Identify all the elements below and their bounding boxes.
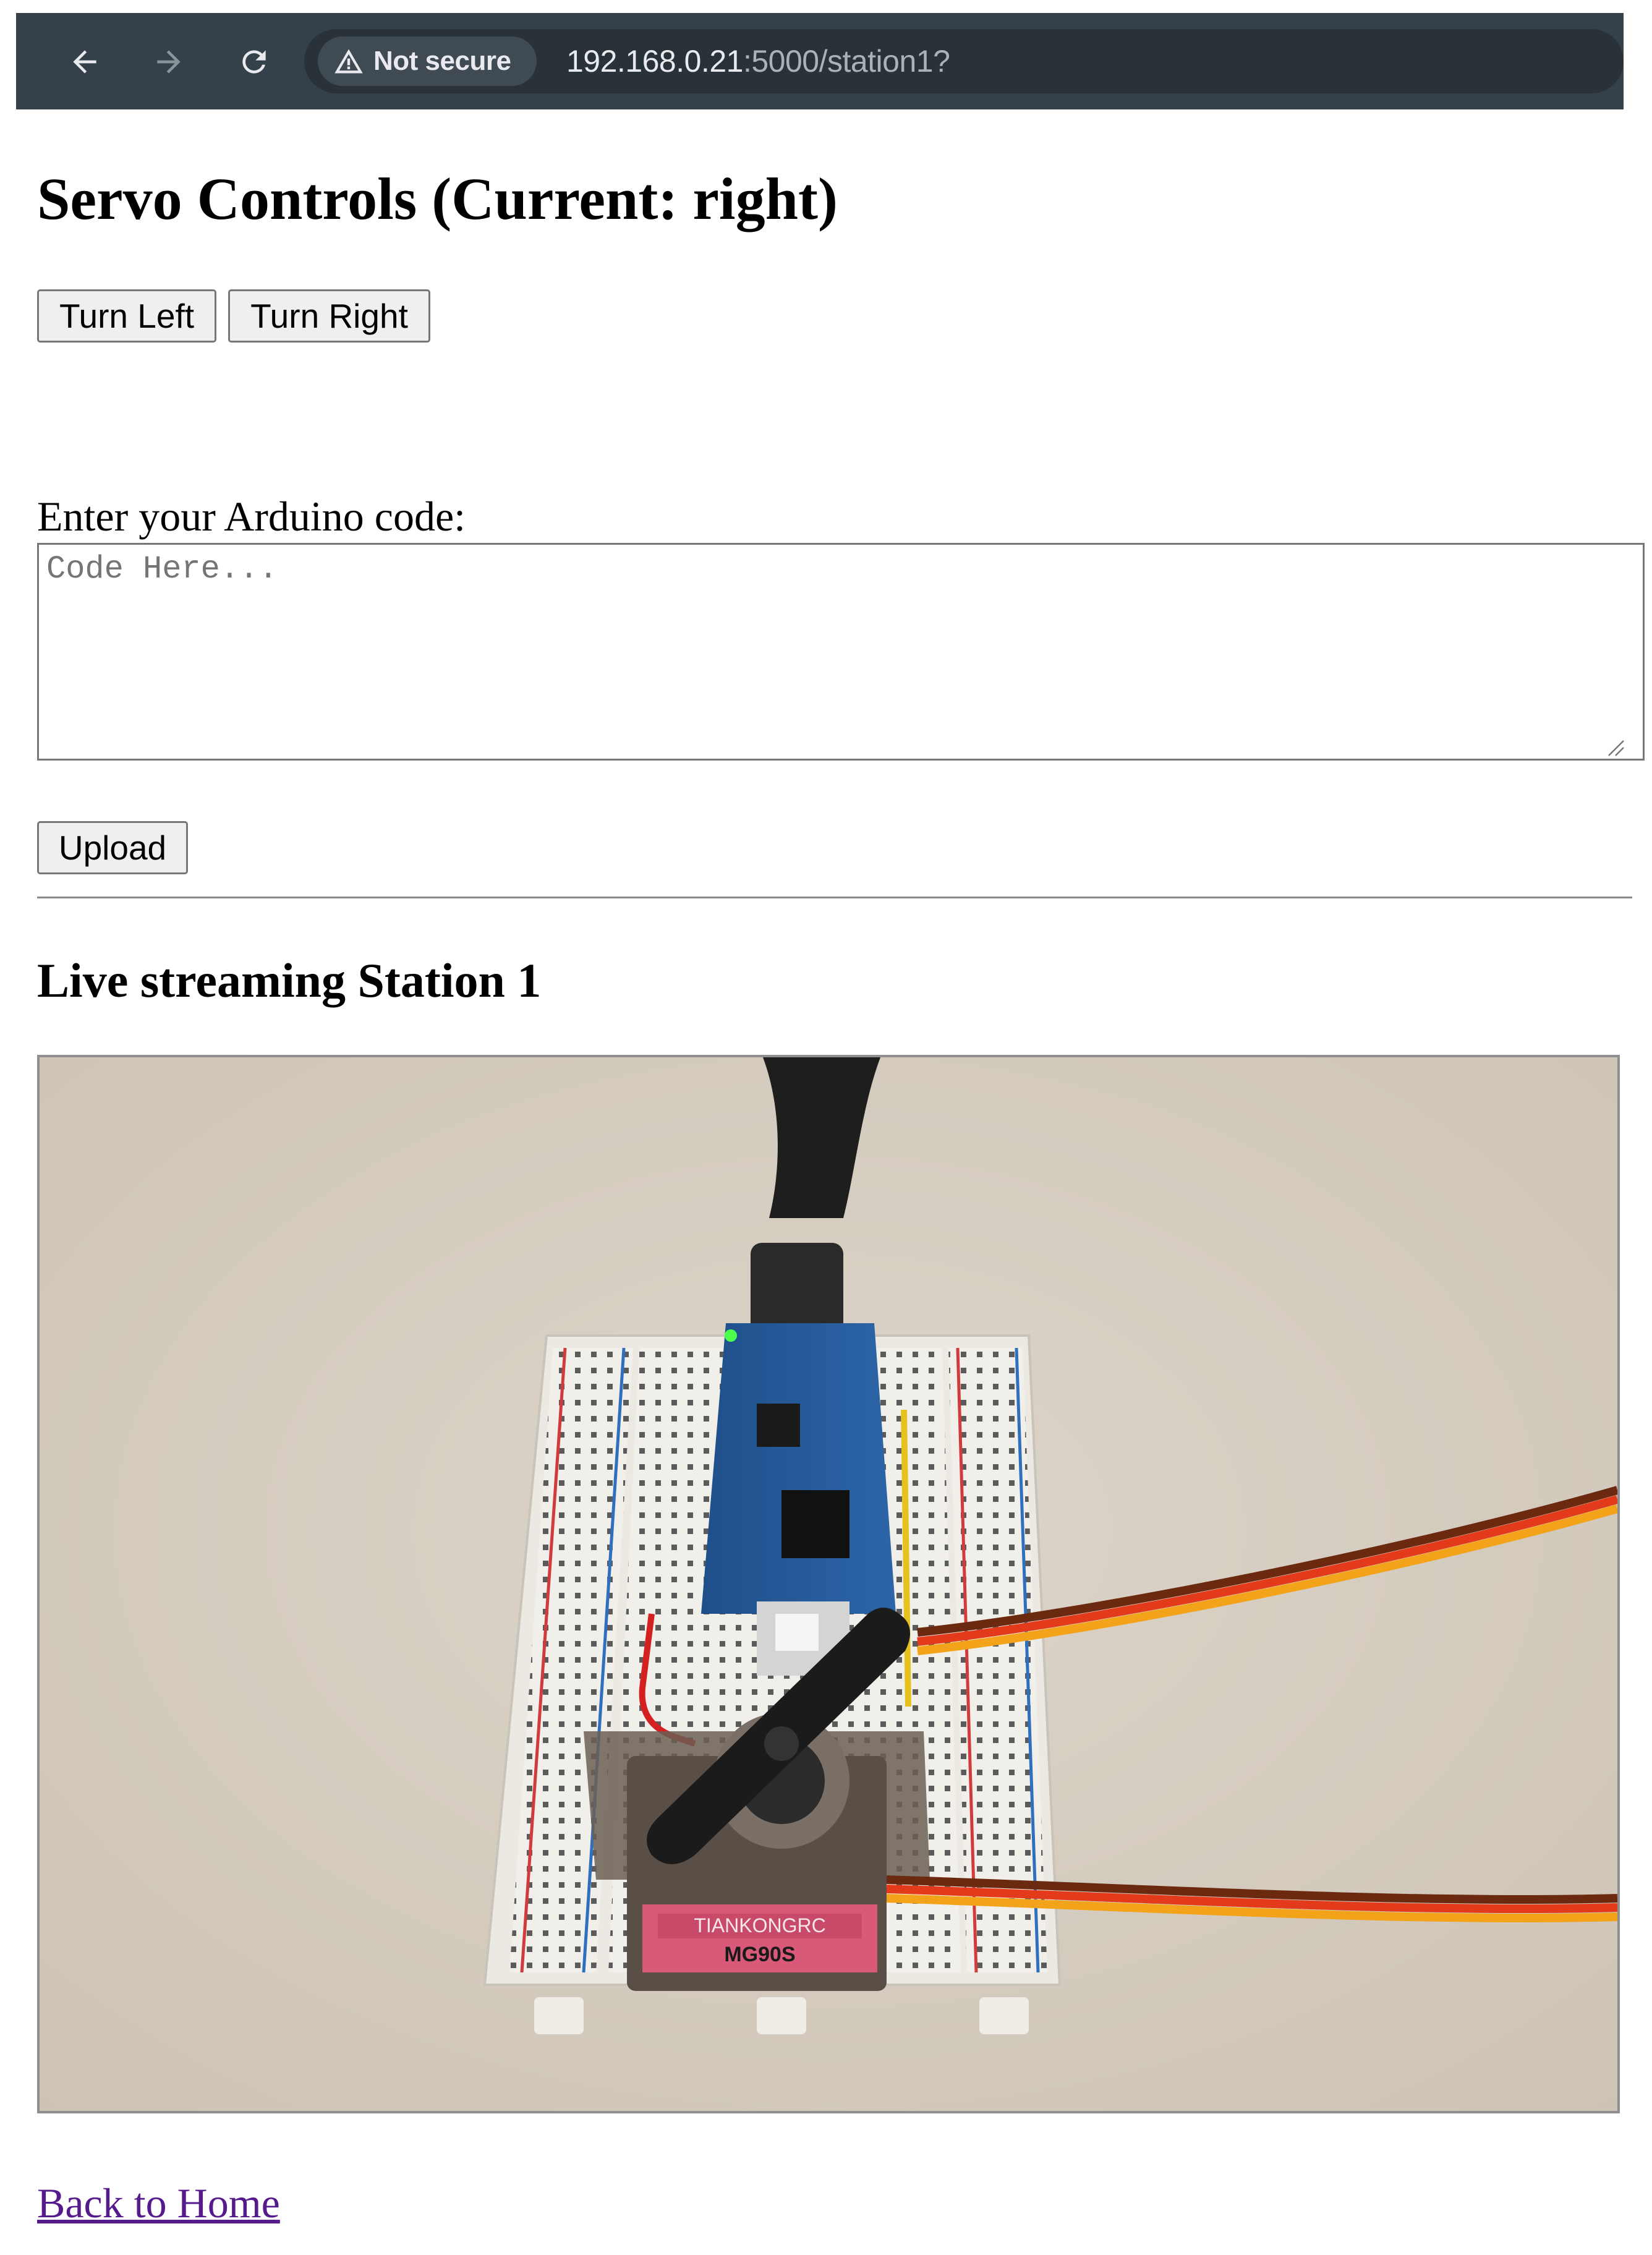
turn-left-button[interactable]: Turn Left xyxy=(37,289,216,343)
servo-model-text: MG90S xyxy=(724,1943,795,1966)
stream-heading: Live streaming Station 1 xyxy=(37,953,542,1007)
reload-icon xyxy=(242,50,266,74)
url-path: :5000/station1? xyxy=(743,44,950,79)
horizontal-rule xyxy=(37,897,1632,898)
security-label: Not secure xyxy=(373,46,511,76)
turn-right-button[interactable]: Turn Right xyxy=(228,289,430,343)
browser-toolbar: Not secure 192.168.0.21:5000/station1? xyxy=(16,13,1624,109)
code-label: Enter your Arduino code: xyxy=(37,493,466,540)
page-title: Servo Controls (Current: right) xyxy=(37,166,838,232)
forward-arrow-icon xyxy=(157,50,181,74)
reload-button[interactable] xyxy=(232,40,276,83)
servo-brand-text: TIANKONGRC xyxy=(694,1914,825,1937)
stream-photo: TIANKONGRC MG90S xyxy=(40,1057,1617,2111)
back-to-home-link[interactable]: Back to Home xyxy=(37,2180,280,2227)
live-stream-image: TIANKONGRC MG90S xyxy=(37,1055,1620,2113)
address-bar[interactable]: Not secure 192.168.0.21:5000/station1? xyxy=(304,29,1624,93)
security-indicator[interactable]: Not secure xyxy=(318,36,537,86)
resize-grip-icon[interactable] xyxy=(1606,738,1625,757)
url-host: 192.168.0.21 xyxy=(566,44,743,79)
code-textarea[interactable] xyxy=(37,543,1645,761)
forward-button[interactable] xyxy=(147,40,190,83)
back-arrow-icon xyxy=(73,50,96,74)
url-text[interactable]: 192.168.0.21:5000/station1? xyxy=(566,44,950,79)
upload-button[interactable]: Upload xyxy=(37,821,188,874)
back-button[interactable] xyxy=(63,40,106,83)
warning-icon xyxy=(334,49,363,74)
